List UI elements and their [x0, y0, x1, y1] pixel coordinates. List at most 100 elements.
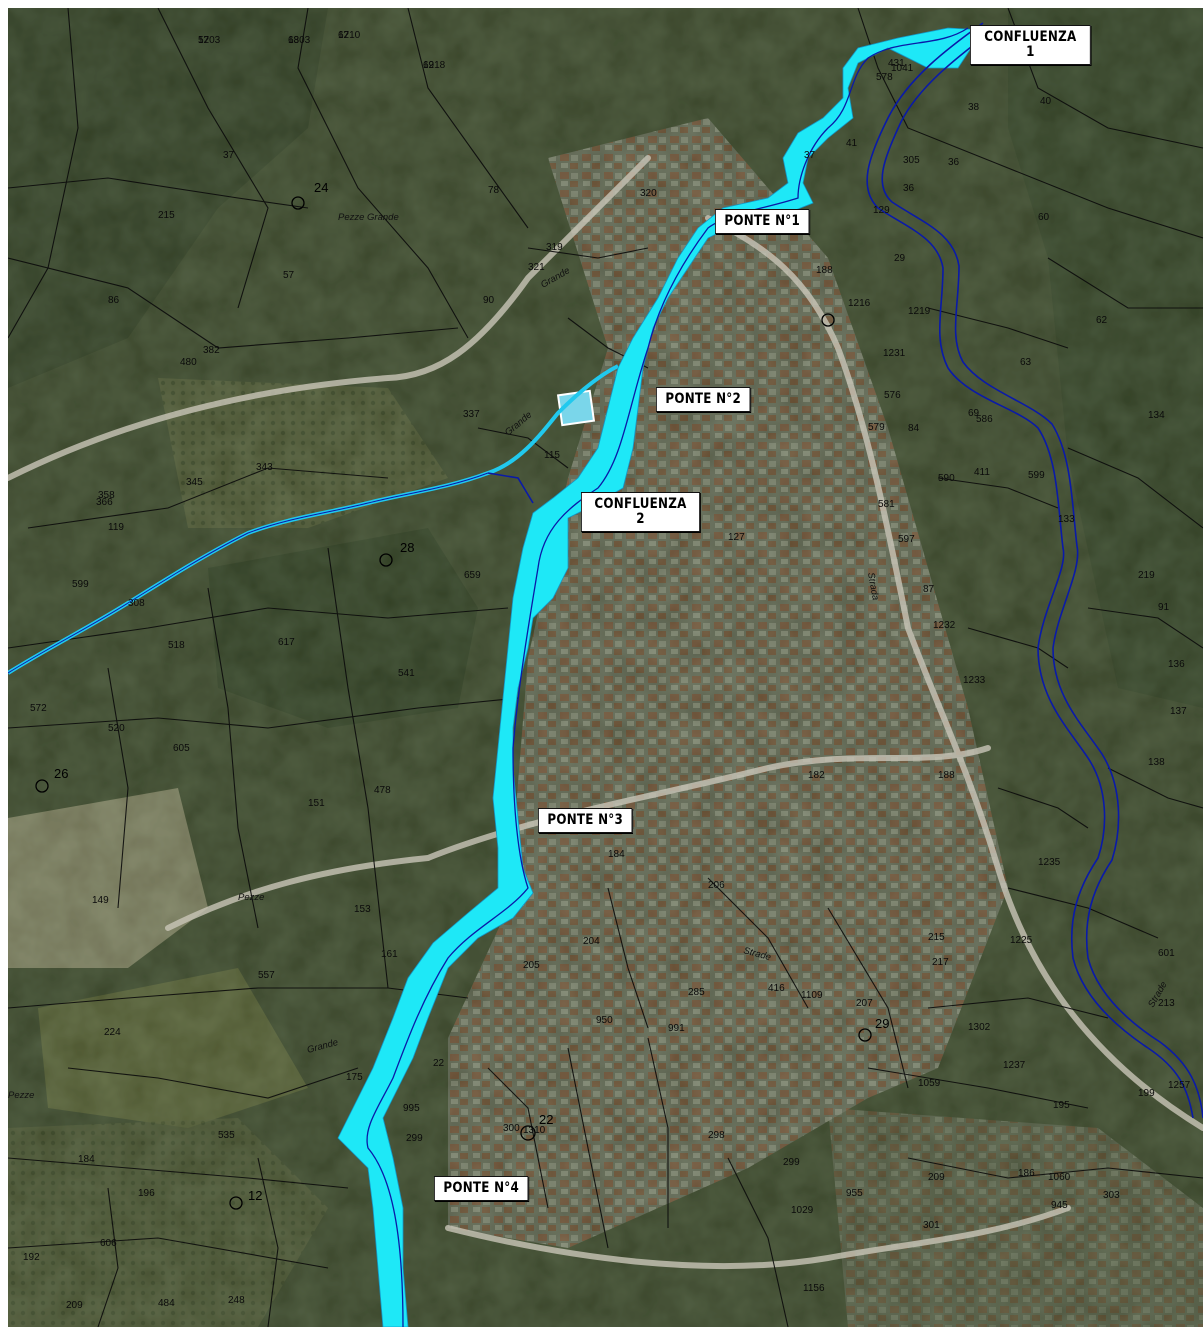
parcel-number: 207	[856, 998, 873, 1009]
parcel-number: 298	[708, 1130, 725, 1141]
label-ponte-1[interactable]: PONTE N°1	[715, 209, 810, 234]
parcel-number: 119	[108, 522, 124, 533]
parcel-number: 995	[403, 1103, 420, 1114]
parcel-number: 29	[894, 253, 906, 264]
parcel-number: 192	[23, 1252, 40, 1263]
benchmark-number: 28	[400, 540, 414, 555]
parcel-number: 215	[928, 932, 945, 943]
parcel-number: 599	[72, 579, 89, 590]
label-confluenza-1[interactable]: CONFLUENZA 1	[970, 25, 1091, 65]
parcel-number: 213	[1158, 998, 1175, 1009]
parcel-number: 149	[92, 895, 109, 906]
parcel-number: 541	[398, 668, 415, 679]
parcel-number: 601	[1158, 948, 1175, 959]
parcel-number: 299	[783, 1157, 800, 1168]
parcel-number: 319	[546, 242, 563, 253]
parcel-number: 84	[908, 423, 920, 434]
tributary-west-edge	[8, 472, 489, 674]
benchmark-number: 22	[539, 1112, 553, 1127]
parcel-number: 300	[503, 1123, 520, 1134]
benchmark-circles	[35, 196, 872, 1210]
parcel-number: 57	[283, 270, 295, 281]
label-confluenza-2[interactable]: CONFLUENZA 2	[581, 492, 700, 532]
parcel-number: 215	[158, 210, 175, 221]
parcel-number: 535	[218, 1130, 235, 1141]
place-name: Pezze Grande	[338, 212, 399, 223]
parcel-number: 67	[338, 30, 350, 41]
parcel-number: 63	[1020, 357, 1032, 368]
parcel-number: 188	[816, 265, 833, 276]
parcel-number: 1060	[1048, 1172, 1071, 1183]
parcel-number: 321	[528, 262, 545, 273]
tributary-branch	[487, 472, 534, 504]
parcel-number: 578	[876, 72, 893, 83]
parcel-number: 599	[1028, 470, 1045, 481]
parcel-number: 38	[968, 102, 980, 113]
parcel-number: 175	[346, 1072, 363, 1083]
parcel-number: 205	[523, 960, 540, 971]
parcel-number: 209	[928, 1172, 945, 1183]
parcel-number: 22	[433, 1058, 445, 1069]
label-ponte-3[interactable]: PONTE N°3	[538, 808, 633, 833]
parcel-number: 955	[846, 1188, 863, 1199]
parcel-number: 129	[873, 205, 890, 216]
parcel-number: 182	[808, 770, 825, 781]
parcel-number: 209	[66, 1300, 83, 1311]
parcel-number: 1029	[791, 1205, 814, 1216]
parcel-number: 597	[898, 534, 915, 545]
parcel-number: 36	[948, 157, 960, 168]
parcel-number: 1233	[963, 675, 986, 686]
benchmark-labels: 24 26 12 22 29 28	[54, 180, 889, 1203]
parcel-number: 586	[976, 414, 993, 425]
parcel-number: 1210	[338, 30, 361, 41]
parcel-number: 308	[128, 598, 145, 609]
parcel-number: 366	[96, 497, 113, 508]
parcel-number: 950	[596, 1015, 613, 1026]
parcel-number: 1231	[883, 348, 906, 359]
parcel-number: 217	[932, 957, 949, 968]
parcel-number: 1109	[801, 990, 823, 1001]
label-ponte-3-text: PONTE N°3	[547, 812, 624, 828]
parcel-number: 659	[464, 570, 481, 581]
parcel-number: 606	[100, 1238, 117, 1249]
parcel-number: 1225	[1010, 935, 1033, 946]
parcel-number: 137	[1170, 706, 1187, 717]
parcel-number: 91	[1158, 602, 1170, 613]
parcel-number: 285	[688, 987, 705, 998]
parcel-number: 576	[884, 390, 901, 401]
parcel-number: 1302	[968, 1022, 991, 1033]
benchmark-number: 24	[314, 180, 328, 195]
label-ponte-1-text: PONTE N°1	[724, 213, 801, 229]
benchmark-number: 29	[875, 1016, 889, 1031]
parcel-number: 204	[583, 936, 600, 947]
parcel-number: 188	[938, 770, 955, 781]
label-ponte-2-text: PONTE N°2	[665, 391, 742, 407]
parcel-number: 195	[1053, 1100, 1070, 1111]
benchmark-number: 26	[54, 766, 68, 781]
parcel-number: 41	[846, 138, 858, 149]
parcel-number: 219	[1138, 570, 1155, 581]
parcel-number: 184	[608, 849, 625, 860]
parcel-number: 382	[203, 345, 220, 356]
parcel-number: 1041	[891, 63, 914, 74]
parcel-number: 617	[278, 637, 295, 648]
label-ponte-2[interactable]: PONTE N°2	[656, 387, 751, 412]
place-name: Strada	[865, 572, 881, 601]
parcel-number: 416	[768, 983, 785, 994]
parcel-number: 301	[923, 1220, 940, 1231]
benchmark-number: 12	[248, 1188, 262, 1203]
parcel-number: 411	[974, 467, 990, 478]
parcel-number: 37	[804, 150, 816, 161]
parcel-number: 572	[30, 703, 47, 714]
parcel-number: 945	[1051, 1200, 1068, 1211]
roads	[8, 155, 1203, 1270]
parcel-number: 184	[78, 1154, 95, 1165]
label-confluenza-1-line1: CONFLUENZA	[984, 29, 1077, 45]
parcel-number: 431	[888, 58, 905, 69]
parcel-number: 37	[223, 150, 235, 161]
label-ponte-4[interactable]: PONTE N°4	[434, 1176, 529, 1201]
parcel-number: 320	[640, 188, 657, 199]
